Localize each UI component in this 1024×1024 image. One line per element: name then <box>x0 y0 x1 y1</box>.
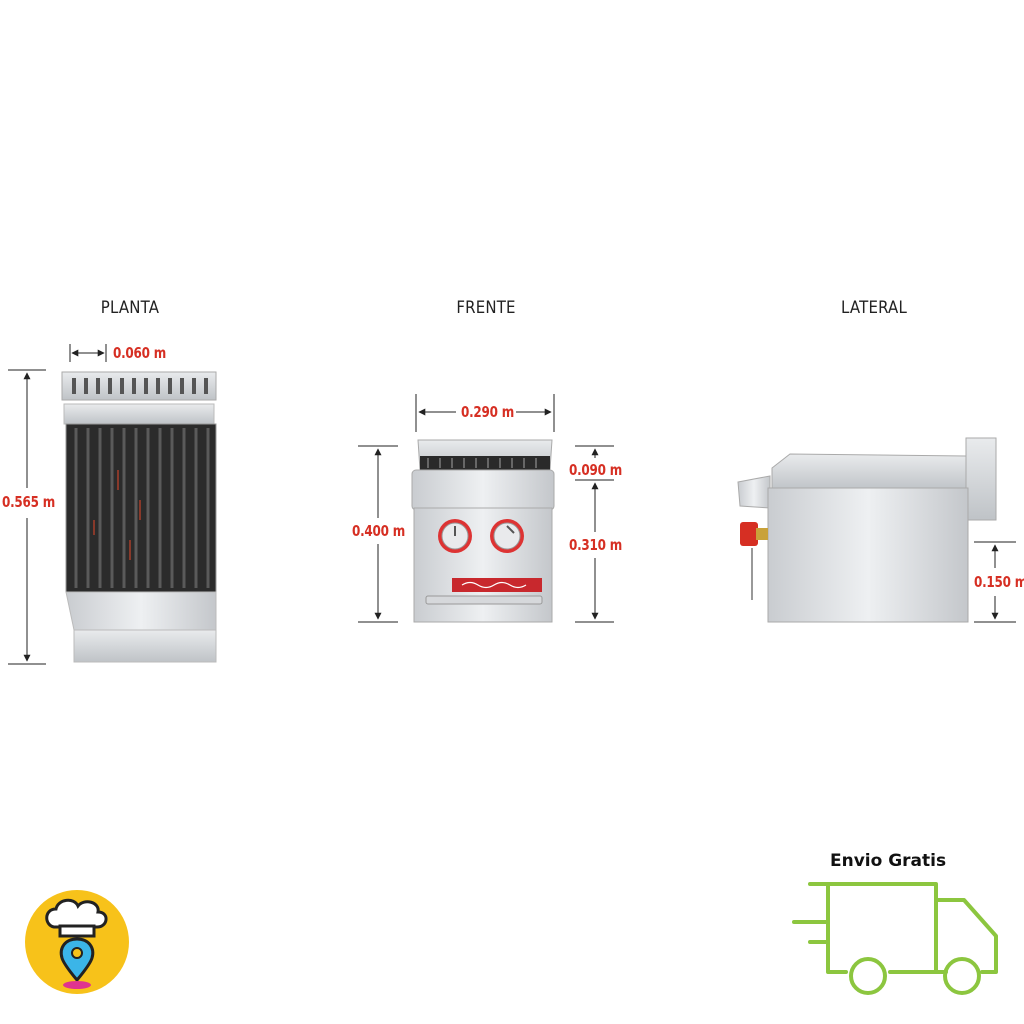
chef-hat-location-pin-icon <box>25 890 129 994</box>
frente-dim-top-label: 0.090 m <box>569 461 622 479</box>
planta-dim-height-label: 0.565 m <box>2 493 55 511</box>
frente-dim-body-label: 0.310 m <box>569 536 622 554</box>
frente-dim-width-label: 0.290 m <box>461 403 514 421</box>
frente-view <box>358 394 614 623</box>
lateral-front-lip <box>737 475 771 509</box>
delivery-truck-icon <box>792 882 998 995</box>
frente-dim-height-label: 0.400 m <box>352 522 405 540</box>
lateral-gas-valve <box>756 528 768 540</box>
frente-knob-right <box>490 519 524 553</box>
frente-brand-plate <box>452 578 542 592</box>
shipping-label: Envio Gratis <box>830 851 947 871</box>
lateral-knob-red <box>740 522 758 546</box>
planta-title: PLANTA <box>100 298 160 318</box>
lateral-dim-leg-label: 0.150 m <box>974 573 1024 591</box>
frente-upper-frame <box>411 469 555 511</box>
planta-top-rail <box>63 403 215 425</box>
planta-front-tray <box>73 629 217 663</box>
planta-dim-top-label: 0.060 m <box>113 344 166 362</box>
lateral-title: LATERAL <box>841 298 907 318</box>
planta-ember-glow <box>93 470 141 560</box>
frente-knob-left <box>438 519 472 553</box>
planta-view <box>8 344 217 665</box>
lateral-back-splash <box>965 437 997 521</box>
frente-body <box>413 507 553 623</box>
lateral-view <box>737 437 1016 623</box>
planta-vent-slots <box>72 378 208 394</box>
frente-title: FRENTE <box>456 298 516 318</box>
frente-grill-teeth <box>427 458 537 468</box>
frente-drip-tray-handle <box>425 595 543 605</box>
lateral-top-lid <box>771 453 967 491</box>
planta-grill-bars <box>74 428 210 588</box>
lateral-body <box>767 487 969 623</box>
planta-front-bevel <box>65 591 217 631</box>
